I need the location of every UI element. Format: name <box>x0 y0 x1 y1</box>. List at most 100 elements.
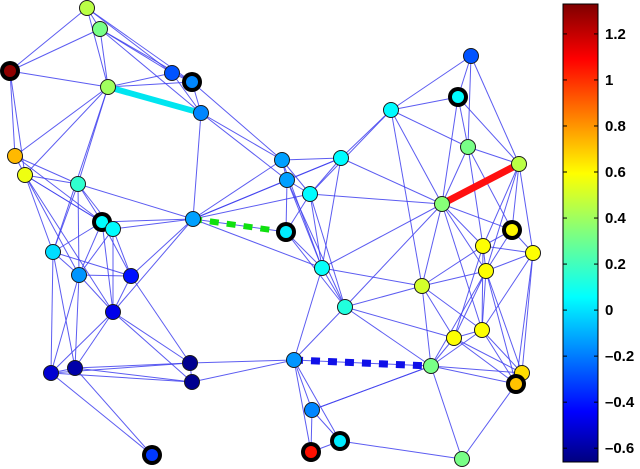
graph-edge <box>339 440 463 460</box>
graph-edge <box>192 218 287 233</box>
graph-edge <box>453 245 484 339</box>
graph-edge <box>191 81 283 161</box>
colorbar-tick-label: 1.2 <box>605 26 626 43</box>
colorbar: 1.210.80.60.40.20–0.2–0.4–0.6 <box>562 3 635 463</box>
node-dot <box>478 263 494 279</box>
graph-edge <box>453 337 523 374</box>
graph-edge <box>421 285 432 367</box>
graph-edge <box>286 179 346 308</box>
graph-node <box>302 186 318 202</box>
graph-edge <box>78 274 114 313</box>
graph-edge <box>286 157 342 181</box>
graph-edge <box>77 183 80 276</box>
graph-edge <box>457 96 520 165</box>
graph-edge <box>485 270 517 385</box>
graph-edge <box>515 252 534 385</box>
graph-edge <box>99 28 109 88</box>
graph-edge <box>421 245 484 287</box>
node-dot <box>475 238 491 254</box>
graph-edge <box>441 203 487 272</box>
graph-node <box>463 48 479 64</box>
graph-edge <box>171 72 202 114</box>
highlighted-graph-node <box>330 431 350 451</box>
graph-edge <box>344 306 432 367</box>
graph-edge <box>511 163 520 231</box>
graph-node <box>525 245 541 261</box>
graph-edge <box>9 70 16 157</box>
graph-edge <box>344 203 443 308</box>
node-dot <box>446 330 462 346</box>
graph-edge <box>112 228 132 277</box>
node-dot <box>383 102 399 118</box>
graph-edge <box>78 228 114 276</box>
graph-edge <box>467 55 472 148</box>
graph-node <box>70 176 86 192</box>
node-dot <box>454 451 470 467</box>
graph-edge <box>286 179 323 269</box>
node-dot <box>185 211 201 227</box>
graph-edge <box>191 359 295 383</box>
node-dot <box>92 21 108 37</box>
graph-node <box>474 322 490 338</box>
graph-edge <box>430 329 483 367</box>
node-dot <box>105 304 121 320</box>
graph-edge <box>485 270 523 374</box>
colorbar-tick-label: 1 <box>605 72 613 89</box>
graph-edge <box>101 218 194 223</box>
graph-edge <box>9 7 88 72</box>
graph-edge <box>309 109 392 195</box>
graph-edge <box>50 274 80 374</box>
node-dot <box>7 148 23 164</box>
graph-edge <box>192 112 202 220</box>
node-dot <box>70 176 86 192</box>
graph-edge <box>14 86 109 157</box>
graph-node <box>43 365 59 381</box>
graph-edge <box>24 174 114 313</box>
highlighted-edges-layer <box>107 84 521 370</box>
graph-node <box>105 304 121 320</box>
edges-layer <box>9 7 534 460</box>
graph-edge <box>421 203 443 287</box>
graph-edge <box>430 365 463 460</box>
graph-edge <box>130 275 191 364</box>
graph-node <box>182 355 198 371</box>
highlighted-edge <box>293 356 432 370</box>
graph-edge <box>390 96 459 111</box>
graph-node <box>460 139 476 155</box>
node-dot <box>414 278 430 294</box>
graph-node <box>423 358 439 374</box>
colorbar-tick-label: 0.2 <box>605 256 626 273</box>
graph-edge <box>192 218 323 269</box>
graph-edge <box>293 306 346 361</box>
graph-node <box>79 0 95 16</box>
graph-edge <box>112 311 193 383</box>
highlighted-graph-node <box>502 220 522 240</box>
colorbar-tick-label: 0 <box>605 302 613 319</box>
graph-edge <box>453 337 517 385</box>
node-dot <box>506 224 518 236</box>
node-dot <box>423 358 439 374</box>
graph-node <box>454 451 470 467</box>
graph-edge <box>518 163 534 254</box>
graph-edge <box>441 96 459 205</box>
graph-edge <box>50 251 54 374</box>
node-dot <box>45 244 61 260</box>
graph-edge <box>293 359 341 442</box>
graph-node <box>184 374 200 390</box>
graph-edge <box>485 163 520 272</box>
graph-node <box>279 172 295 188</box>
graph-edge <box>467 146 484 247</box>
graph-edge <box>390 55 472 111</box>
graph-edge <box>281 157 342 161</box>
graph-edge <box>430 365 523 374</box>
graph-edge <box>74 362 191 369</box>
graph-edge <box>99 28 202 114</box>
graph-node <box>478 263 494 279</box>
graph-edge <box>14 155 103 223</box>
node-dot <box>337 299 353 315</box>
node-dot <box>182 355 198 371</box>
graph-edge <box>189 359 295 364</box>
graph-edge <box>441 203 483 331</box>
node-dot <box>67 360 83 376</box>
